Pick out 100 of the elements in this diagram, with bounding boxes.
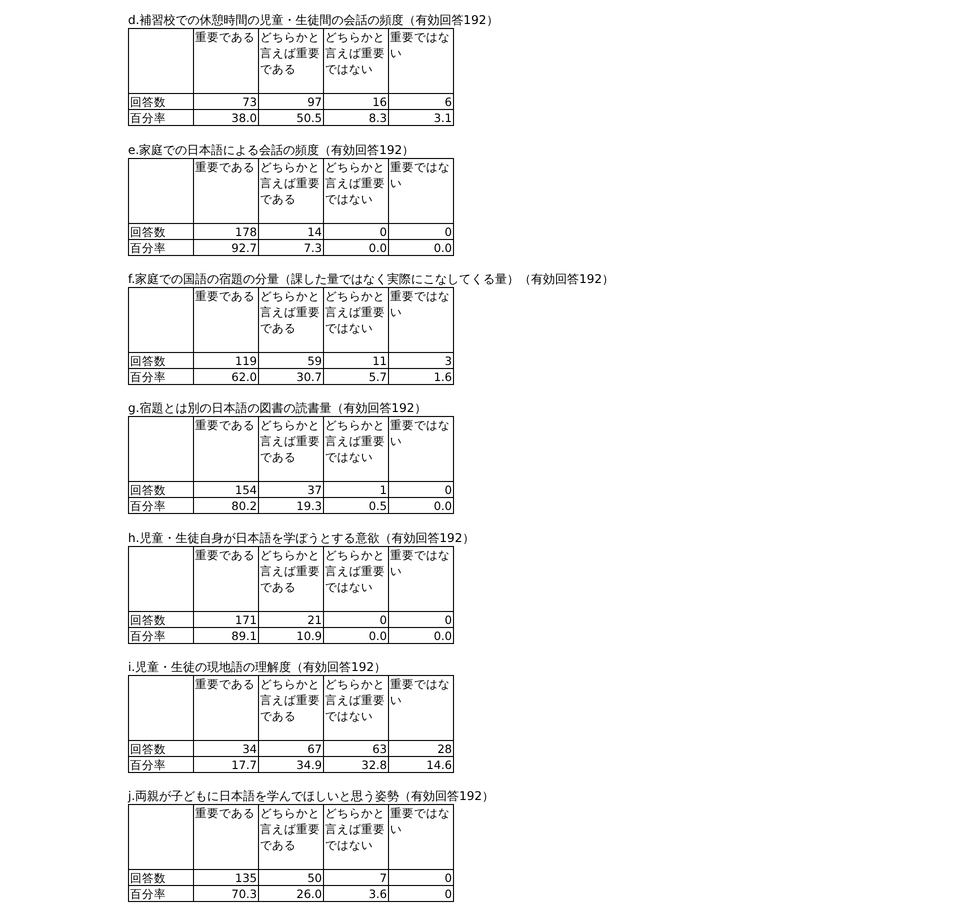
table-title: i.児童・生徒の現地語の理解度（有効回答192） bbox=[128, 660, 386, 675]
data-cell: 171 bbox=[194, 612, 258, 628]
data-cell: 63 bbox=[324, 740, 388, 756]
row-header-cell: 回答数 bbox=[128, 870, 194, 886]
header-cell: 重要ではない bbox=[388, 546, 454, 612]
data-cell: 3.6 bbox=[324, 886, 388, 902]
row-header-cell: 百分率 bbox=[128, 886, 194, 902]
header-cell: どちらかと言えば重要ではない bbox=[324, 546, 388, 612]
data-cell: 3.1 bbox=[388, 110, 454, 126]
header-cell: 重要ではない bbox=[388, 804, 454, 870]
row-header-cell: 回答数 bbox=[128, 612, 194, 628]
row-header-cell: 回答数 bbox=[128, 740, 194, 756]
data-cell: 73 bbox=[194, 94, 258, 110]
data-cell: 0 bbox=[388, 482, 454, 498]
data-cell: 50.5 bbox=[258, 110, 324, 126]
data-cell: 0.0 bbox=[388, 628, 454, 644]
data-cell: 37 bbox=[258, 482, 324, 498]
header-cell: 重要ではない bbox=[388, 28, 454, 94]
data-cell: 50 bbox=[258, 870, 324, 886]
header-cell: どちらかと言えば重要である bbox=[258, 288, 324, 352]
data-cell: 38.0 bbox=[194, 110, 258, 126]
data-cell: 11 bbox=[324, 352, 388, 368]
data-cell: 154 bbox=[194, 482, 258, 498]
data-cell: 14.6 bbox=[388, 756, 454, 772]
header-cell: 重要ではない bbox=[388, 158, 454, 224]
header-cell: どちらかと言えば重要である bbox=[258, 158, 324, 224]
data-cell: 1 bbox=[324, 482, 388, 498]
row-header-cell: 回答数 bbox=[128, 352, 194, 368]
data-cell: 19.3 bbox=[258, 498, 324, 514]
data-cell: 62.0 bbox=[194, 368, 258, 384]
header-cell: 重要ではない bbox=[388, 416, 454, 482]
data-cell: 8.3 bbox=[324, 110, 388, 126]
header-cell: 重要である bbox=[194, 804, 258, 870]
data-cell: 0.0 bbox=[388, 498, 454, 514]
header-cell: どちらかと言えば重要ではない bbox=[324, 158, 388, 224]
data-cell: 21 bbox=[258, 612, 324, 628]
data-cell: 67 bbox=[258, 740, 324, 756]
data-cell: 135 bbox=[194, 870, 258, 886]
header-cell: 重要である bbox=[194, 288, 258, 352]
table-title: d.補習校での休憩時間の児童・生徒間の会話の頻度（有効回答192） bbox=[128, 13, 498, 28]
table-title: f.家庭での国語の宿題の分量（課した量ではなく実際にこなしてくる量）（有効回答192） bbox=[128, 272, 614, 287]
data-cell: 17.7 bbox=[194, 756, 258, 772]
data-cell: 0.5 bbox=[324, 498, 388, 514]
row-header-cell: 百分率 bbox=[128, 240, 194, 256]
data-cell: 80.2 bbox=[194, 498, 258, 514]
header-cell: 重要ではない bbox=[388, 676, 454, 740]
header-cell: 重要ではない bbox=[388, 288, 454, 352]
header-cell: どちらかと言えば重要である bbox=[258, 804, 324, 870]
data-cell: 34 bbox=[194, 740, 258, 756]
data-cell: 6 bbox=[388, 94, 454, 110]
table-title: j.両親が子どもに日本語を学んでほしいと思う姿勢（有効回答192） bbox=[128, 789, 494, 804]
data-cell: 0 bbox=[388, 612, 454, 628]
data-cell: 0 bbox=[324, 224, 388, 240]
row-header-cell: 回答数 bbox=[128, 482, 194, 498]
header-cell: 重要である bbox=[194, 546, 258, 612]
header-cell: どちらかと言えば重要ではない bbox=[324, 288, 388, 352]
data-cell: 92.7 bbox=[194, 240, 258, 256]
row-header-cell: 回答数 bbox=[128, 94, 194, 110]
data-cell: 0.0 bbox=[324, 628, 388, 644]
data-cell: 0 bbox=[388, 870, 454, 886]
row-header-cell: 回答数 bbox=[128, 224, 194, 240]
table-title: g.宿題とは別の日本語の図書の読書量（有効回答192） bbox=[128, 401, 426, 416]
data-cell: 0 bbox=[388, 886, 454, 902]
row-header-cell: 百分率 bbox=[128, 368, 194, 384]
header-cell: 重要である bbox=[194, 28, 258, 94]
data-cell: 0 bbox=[324, 612, 388, 628]
data-cell: 89.1 bbox=[194, 628, 258, 644]
row-header-cell: 百分率 bbox=[128, 756, 194, 772]
row-header-cell: 百分率 bbox=[128, 628, 194, 644]
header-cell: どちらかと言えば重要である bbox=[258, 28, 324, 94]
data-cell: 59 bbox=[258, 352, 324, 368]
header-cell: どちらかと言えば重要である bbox=[258, 416, 324, 482]
header-cell: 重要である bbox=[194, 416, 258, 482]
table-title: h.児童・生徒自身が日本語を学ぼうとする意欲（有効回答192） bbox=[128, 531, 474, 546]
data-cell: 1.6 bbox=[388, 368, 454, 384]
data-cell: 7 bbox=[324, 870, 388, 886]
data-cell: 70.3 bbox=[194, 886, 258, 902]
header-cell: 重要である bbox=[194, 158, 258, 224]
header-cell: どちらかと言えば重要ではない bbox=[324, 28, 388, 94]
header-cell: 重要である bbox=[194, 676, 258, 740]
header-cell: どちらかと言えば重要である bbox=[258, 676, 324, 740]
data-cell: 10.9 bbox=[258, 628, 324, 644]
data-cell: 3 bbox=[388, 352, 454, 368]
row-header-cell: 百分率 bbox=[128, 498, 194, 514]
data-cell: 26.0 bbox=[258, 886, 324, 902]
data-cell: 28 bbox=[388, 740, 454, 756]
data-cell: 7.3 bbox=[258, 240, 324, 256]
table-title: e.家庭での日本語による会話の頻度（有効回答192） bbox=[128, 143, 414, 158]
data-cell: 0.0 bbox=[388, 240, 454, 256]
data-cell: 30.7 bbox=[258, 368, 324, 384]
data-cell: 97 bbox=[258, 94, 324, 110]
data-cell: 34.9 bbox=[258, 756, 324, 772]
header-cell: どちらかと言えば重要ではない bbox=[324, 804, 388, 870]
data-cell: 5.7 bbox=[324, 368, 388, 384]
data-cell: 14 bbox=[258, 224, 324, 240]
data-cell: 0.0 bbox=[324, 240, 388, 256]
data-cell: 119 bbox=[194, 352, 258, 368]
data-cell: 178 bbox=[194, 224, 258, 240]
header-cell: どちらかと言えば重要ではない bbox=[324, 416, 388, 482]
header-cell: どちらかと言えば重要である bbox=[258, 546, 324, 612]
